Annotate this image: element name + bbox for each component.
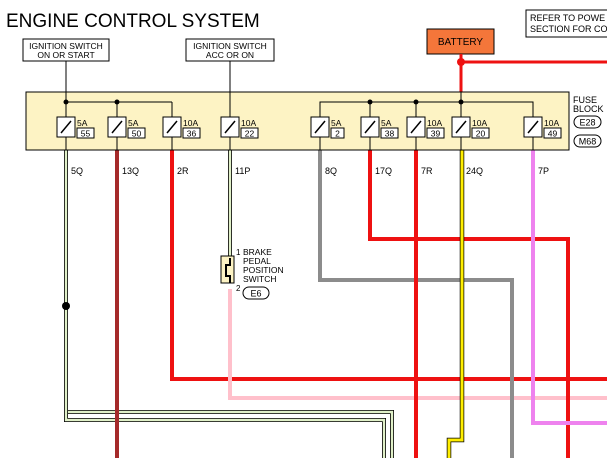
fuse-amp-label: 5A xyxy=(331,118,342,128)
ignition-switch-acc-on: IGNITION SWITCH ACC OR ON xyxy=(185,38,275,62)
svg-text:ON OR START: ON OR START xyxy=(37,50,94,60)
wire-label-24q: 24Q xyxy=(466,166,483,176)
fuse-block-label-line1: FUSE xyxy=(573,95,597,105)
svg-text:M68: M68 xyxy=(579,137,597,147)
fuse-number-label: 20 xyxy=(476,129,486,139)
wire-label-5q: 5Q xyxy=(71,166,83,176)
fuse-number-label: 50 xyxy=(132,129,142,139)
svg-text:IGNITION SWITCH: IGNITION SWITCH xyxy=(193,41,267,51)
fuse-block xyxy=(25,91,570,151)
svg-text:ACC OR ON: ACC OR ON xyxy=(206,50,254,60)
wire-label-8q: 8Q xyxy=(325,166,337,176)
fuse-amp-label: 10A xyxy=(427,118,442,128)
fuse-amp-label: 5A xyxy=(381,118,392,128)
svg-text:BRAKE: BRAKE xyxy=(243,247,272,257)
refer-note-line2: SECTION FOR CO xyxy=(530,24,607,34)
battery-box: BATTERY xyxy=(426,28,495,55)
wires xyxy=(62,150,607,458)
brake-switch-connector: E6 xyxy=(250,289,261,299)
fuse-2: 5A2 xyxy=(310,110,345,150)
fuse-number-label: 2 xyxy=(335,129,340,139)
battery-label: BATTERY xyxy=(438,37,484,48)
wire-label-17q: 17Q xyxy=(375,166,392,176)
svg-text:E28: E28 xyxy=(579,118,595,128)
fuse-amp-label: 10A xyxy=(544,118,559,128)
wire-label-13q: 13Q xyxy=(122,166,139,176)
svg-text:SWITCH: SWITCH xyxy=(243,274,277,284)
page-title: ENGINE CONTROL SYSTEM xyxy=(6,11,260,32)
brake-switch-pin2: 2 xyxy=(236,284,241,293)
refer-note-line1: REFER TO POWE xyxy=(530,13,605,23)
connector-e28: E28 xyxy=(573,115,602,129)
splice-5q xyxy=(62,302,70,310)
fuse-amp-label: 5A xyxy=(128,118,139,128)
svg-text:IGNITION SWITCH: IGNITION SWITCH xyxy=(29,41,103,51)
fuse-number-label: 38 xyxy=(385,129,395,139)
svg-text:POSITION: POSITION xyxy=(243,265,284,275)
fuse-amp-label: 10A xyxy=(183,118,198,128)
brake-switch-pin1: 1 xyxy=(236,248,241,257)
svg-text:PEDAL: PEDAL xyxy=(243,256,271,266)
fuse-amp-label: 10A xyxy=(241,118,256,128)
wire-label-7p: 7P xyxy=(538,166,549,176)
wire-labels: 5Q 13Q 2R 11P 8Q 17Q 7R 24Q 7P xyxy=(71,166,549,176)
wire-label-2r: 2R xyxy=(177,166,189,176)
connector-m68: M68 xyxy=(573,134,602,148)
fuse-number-label: 22 xyxy=(245,129,255,139)
fuse-number-label: 39 xyxy=(431,129,441,139)
wire-label-11p: 11P xyxy=(235,166,250,176)
brake-pedal-position-switch: 1 2 BRAKE PEDAL POSITION SWITCH E6 xyxy=(220,247,284,300)
fuse-amp-label: 5A xyxy=(77,118,88,128)
fuse-block-label-line2: BLOCK xyxy=(573,104,604,114)
fuse-number-label: 49 xyxy=(548,129,558,139)
fuse-number-label: 55 xyxy=(81,129,91,139)
fuse-number-label: 36 xyxy=(187,129,197,139)
refer-note: REFER TO POWE SECTION FOR CO xyxy=(525,9,607,38)
fuse-amp-label: 10A xyxy=(472,118,487,128)
ignition-switch-on-start: IGNITION SWITCH ON OR START xyxy=(22,38,110,62)
wire-label-7r: 7R xyxy=(421,166,433,176)
